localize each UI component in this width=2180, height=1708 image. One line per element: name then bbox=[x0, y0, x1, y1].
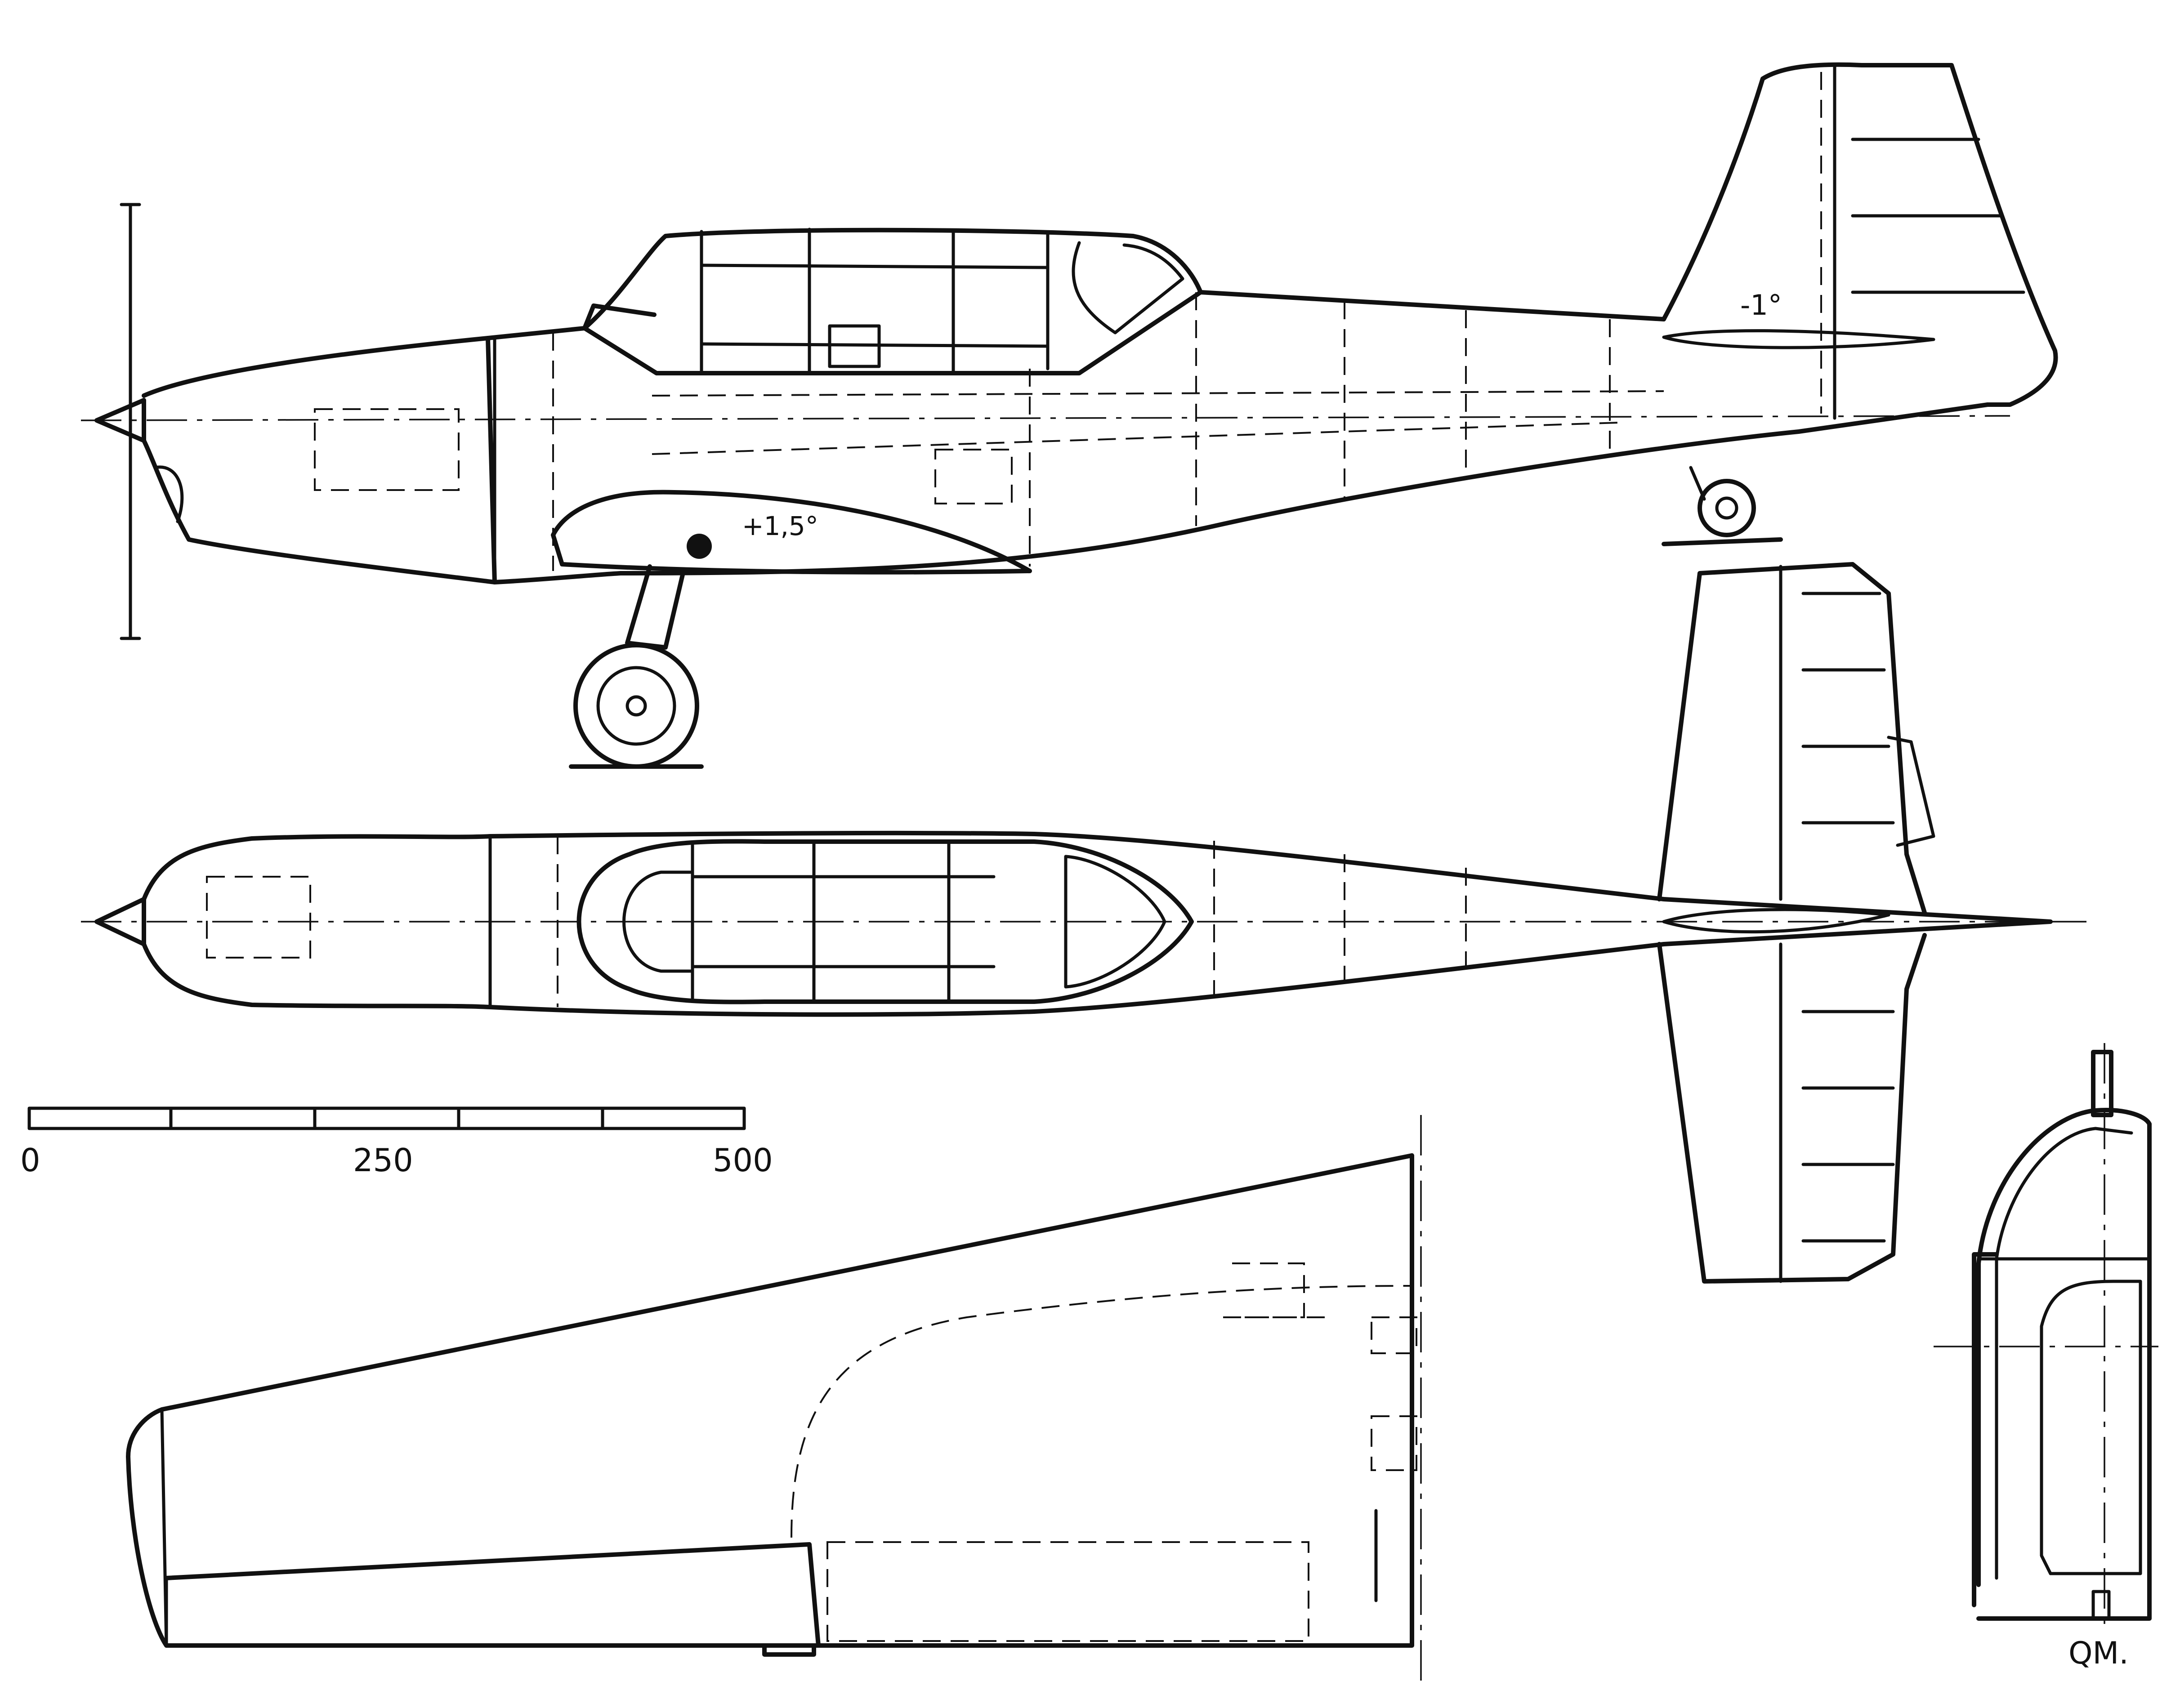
top-fuselage bbox=[142, 830, 2053, 1017]
side-tailplane bbox=[1662, 329, 1935, 349]
side-view: -1° +1,5° bbox=[80, 62, 2058, 769]
side-fuselage-bottom bbox=[492, 402, 1990, 584]
scale-bar: 0 250 500 bbox=[20, 1106, 773, 1179]
top-stabilizer-lower bbox=[1657, 933, 1927, 1284]
side-cowling bbox=[142, 336, 497, 584]
side-canopy bbox=[582, 227, 1203, 375]
scale-bar-end-label: 500 bbox=[713, 1142, 773, 1179]
signature: QM. bbox=[2068, 1636, 2129, 1671]
wing-incidence-label: +1,5° bbox=[742, 511, 818, 541]
side-spinner bbox=[94, 398, 146, 443]
scale-bar-mid-label: 250 bbox=[353, 1142, 413, 1179]
top-stabilizer-upper bbox=[1657, 562, 1927, 915]
tailplane-incidence-label: -1° bbox=[1740, 289, 1782, 321]
scale-bar-start-label: 0 bbox=[20, 1142, 40, 1179]
fuselage-cross-section bbox=[1934, 1043, 2158, 1628]
side-wing-root bbox=[551, 490, 1032, 575]
side-fuselage-top bbox=[1198, 290, 1666, 321]
main-wheel bbox=[573, 643, 699, 769]
top-canopy bbox=[576, 839, 1194, 1004]
top-view bbox=[81, 562, 2086, 1284]
tail-wheel bbox=[1698, 479, 1756, 537]
side-fin bbox=[1662, 62, 2058, 407]
top-spinner bbox=[94, 897, 146, 946]
wing-plan-view bbox=[126, 1115, 1422, 1690]
wing-outline bbox=[126, 1153, 1414, 1648]
section-outline bbox=[1976, 1108, 2152, 1621]
